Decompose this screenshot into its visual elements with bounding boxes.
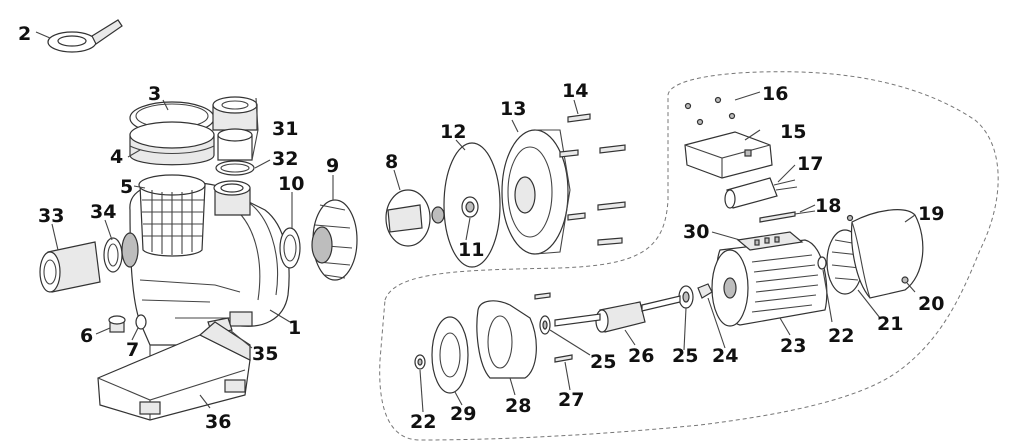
part-27-through-bolts — [534, 292, 573, 363]
part-29-flange — [431, 316, 469, 394]
part-24-key — [697, 283, 713, 299]
part-14-bolts — [559, 113, 626, 246]
outlet-port — [213, 180, 251, 216]
part-2-wrench — [47, 19, 123, 53]
callout-24: 24 — [712, 345, 738, 367]
part-26-rotor — [554, 295, 681, 333]
callout-16: 16 — [762, 83, 788, 105]
callout-25-right: 25 — [672, 345, 698, 367]
part-32-oring — [215, 160, 255, 176]
part-8-impeller — [385, 189, 445, 247]
callout-28: 28 — [505, 395, 531, 417]
callout-23: 23 — [780, 335, 806, 357]
part-9-diffuser — [311, 199, 358, 281]
callout-9: 9 — [326, 155, 339, 177]
callout-11: 11 — [458, 239, 484, 261]
callout-15: 15 — [780, 121, 806, 143]
part-10-gasket — [279, 227, 301, 269]
part-22-bearing-left — [414, 354, 426, 370]
callout-30: 30 — [683, 221, 709, 243]
part-33-inlet-union — [39, 241, 101, 293]
callout-22-right: 22 — [828, 325, 854, 347]
callout-17: 17 — [797, 153, 823, 175]
callout-21: 21 — [877, 313, 903, 335]
callout-26: 26 — [628, 345, 654, 367]
part-20-screw — [846, 214, 909, 284]
part-13-seal-plate — [501, 129, 571, 255]
callout-1: 1 — [288, 317, 301, 339]
part-19-fan-cover — [851, 209, 924, 299]
callout-35: 35 — [252, 343, 278, 365]
callout-25-left: 25 — [590, 351, 616, 373]
part-16-screws — [684, 96, 736, 126]
part-5-strainer-basket — [138, 174, 206, 257]
callout-12: 12 — [440, 121, 466, 143]
part-30-terminal-box — [736, 231, 804, 251]
part-25-bearing-right — [678, 285, 694, 309]
callout-14: 14 — [562, 80, 588, 102]
callout-19: 19 — [918, 203, 944, 225]
callout-32: 32 — [272, 148, 298, 170]
callout-8: 8 — [385, 151, 398, 173]
callout-7: 7 — [126, 339, 139, 361]
callout-34: 34 — [90, 201, 116, 223]
callout-27: 27 — [558, 389, 584, 411]
part-7-plug-oring — [135, 314, 147, 330]
part-36-base — [97, 321, 251, 421]
callout-18: 18 — [815, 195, 841, 217]
callout-22-left: 22 — [410, 411, 436, 433]
callout-20: 20 — [918, 293, 944, 315]
callout-33: 33 — [38, 205, 64, 227]
callout-13: 13 — [500, 98, 526, 120]
part-31-union-nut — [212, 96, 258, 161]
callout-2: 2 — [18, 23, 31, 45]
part-22-bearing-right — [817, 256, 827, 270]
part-23-motor — [711, 239, 828, 327]
callout-31: 31 — [272, 118, 298, 140]
part-28-front-bracket — [476, 300, 537, 379]
leader-lines — [35, 31, 916, 413]
callout-29: 29 — [450, 403, 476, 425]
callout-3: 3 — [148, 83, 161, 105]
callout-6: 6 — [80, 325, 93, 347]
callout-10: 10 — [278, 173, 304, 195]
part-25-bearing-left — [539, 315, 551, 335]
callout-4: 4 — [110, 146, 123, 168]
callout-36: 36 — [205, 411, 231, 433]
callout-5: 5 — [120, 176, 133, 198]
part-4-lid-ring — [129, 121, 215, 166]
part-34-oring — [103, 232, 139, 273]
part-15-terminal-cover — [684, 131, 773, 179]
part-17-capacitor — [724, 177, 798, 209]
part-6-drain-plug — [108, 315, 126, 333]
part-18-cable-strip — [759, 210, 816, 223]
callout-labels: 2 3 4 5 33 34 31 32 10 9 6 7 1 35 36 8 1… — [18, 23, 944, 433]
part-11-seal — [461, 196, 479, 218]
